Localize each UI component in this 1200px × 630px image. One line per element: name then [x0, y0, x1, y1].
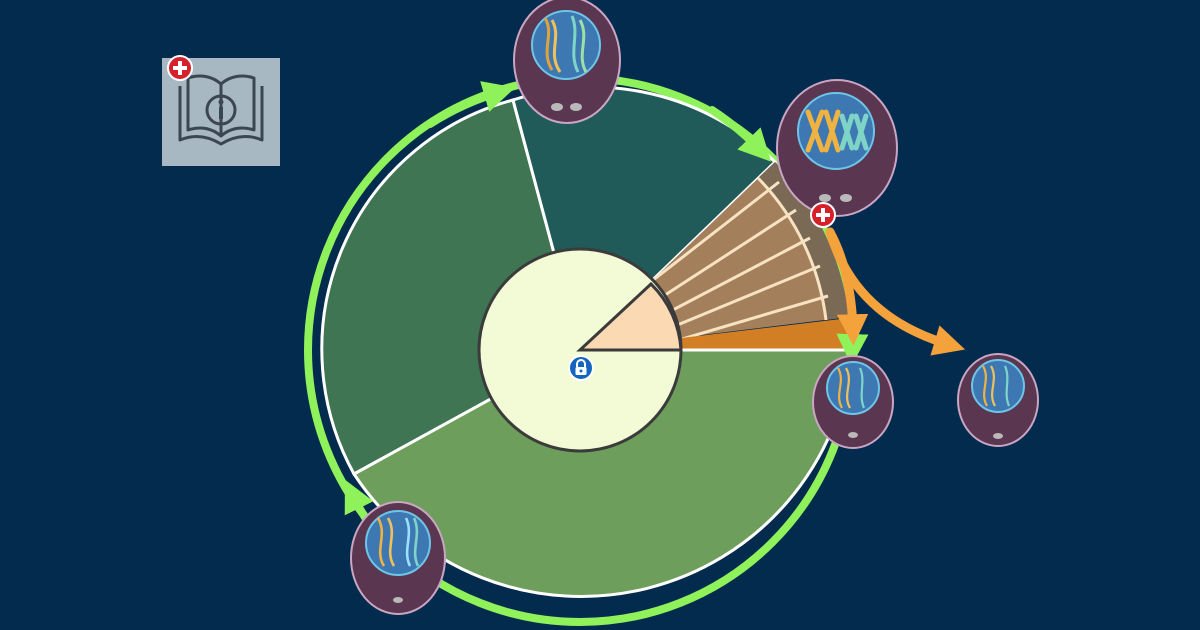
- expand-info-button[interactable]: [167, 55, 193, 81]
- lock-button[interactable]: [568, 355, 594, 381]
- arrow-to-s: [426, 81, 516, 128]
- m-substage-lines: [651, 176, 829, 342]
- arrow-to-exit-cell: [825, 227, 966, 356]
- arrow-to-m: [708, 106, 772, 162]
- cell-exit[interactable]: [957, 353, 1039, 447]
- cell-s-phase[interactable]: [513, 0, 621, 124]
- cell-g1[interactable]: [350, 501, 446, 615]
- hub-wedge: [576, 281, 683, 352]
- book-info-icon: [178, 74, 264, 146]
- expand-m-phase-button[interactable]: [810, 202, 836, 228]
- cell-m-phase[interactable]: [776, 79, 898, 217]
- exit-arrows: [825, 227, 966, 356]
- lock-icon: [575, 359, 587, 375]
- cell-daughter[interactable]: [812, 355, 894, 449]
